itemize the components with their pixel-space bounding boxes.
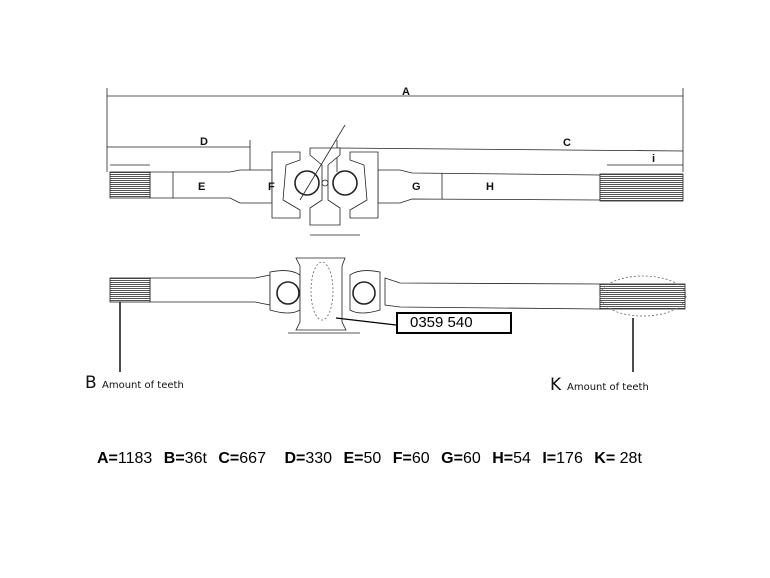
left-spline-top (109, 171, 151, 199)
label-e: E (198, 181, 205, 193)
side-view (109, 257, 687, 372)
label-c: C (563, 137, 571, 149)
callout-k-letter: K (550, 375, 562, 395)
spec-c: C=667 (218, 450, 266, 467)
spec-e: E=50 (343, 450, 382, 467)
top-view (106, 88, 684, 236)
label-d: D (200, 136, 208, 148)
spec-d: D=330 (284, 450, 333, 467)
dim-line-c (336, 147, 684, 152)
spec-i: I=176 (542, 450, 583, 467)
right-spline-side (599, 283, 686, 310)
label-i: i (652, 153, 655, 165)
spec-h: H=54 (492, 450, 531, 467)
spec-a: A=1183 (97, 450, 153, 467)
callout-k-text: Amount of teeth (567, 382, 649, 393)
part-number-box: 0359 540 (396, 312, 512, 334)
callout-b-letter: B (85, 373, 97, 393)
left-spline-side (109, 277, 151, 303)
spec-g: G=60 (441, 450, 481, 467)
label-a: A (402, 86, 410, 98)
right-spline-top (599, 173, 684, 202)
spec-k: K= 28t (594, 450, 642, 467)
label-f: F (268, 181, 275, 193)
label-h: H (486, 181, 494, 193)
spec-b: B=36t (163, 450, 207, 467)
spec-f: F=60 (392, 450, 430, 467)
label-g: G (412, 181, 421, 193)
callout-b-text: Amount of teeth (102, 380, 184, 391)
dimension-specs: A=1183 B=36t C=667 D=330 E=50 F=60 G=60 … (97, 450, 649, 468)
